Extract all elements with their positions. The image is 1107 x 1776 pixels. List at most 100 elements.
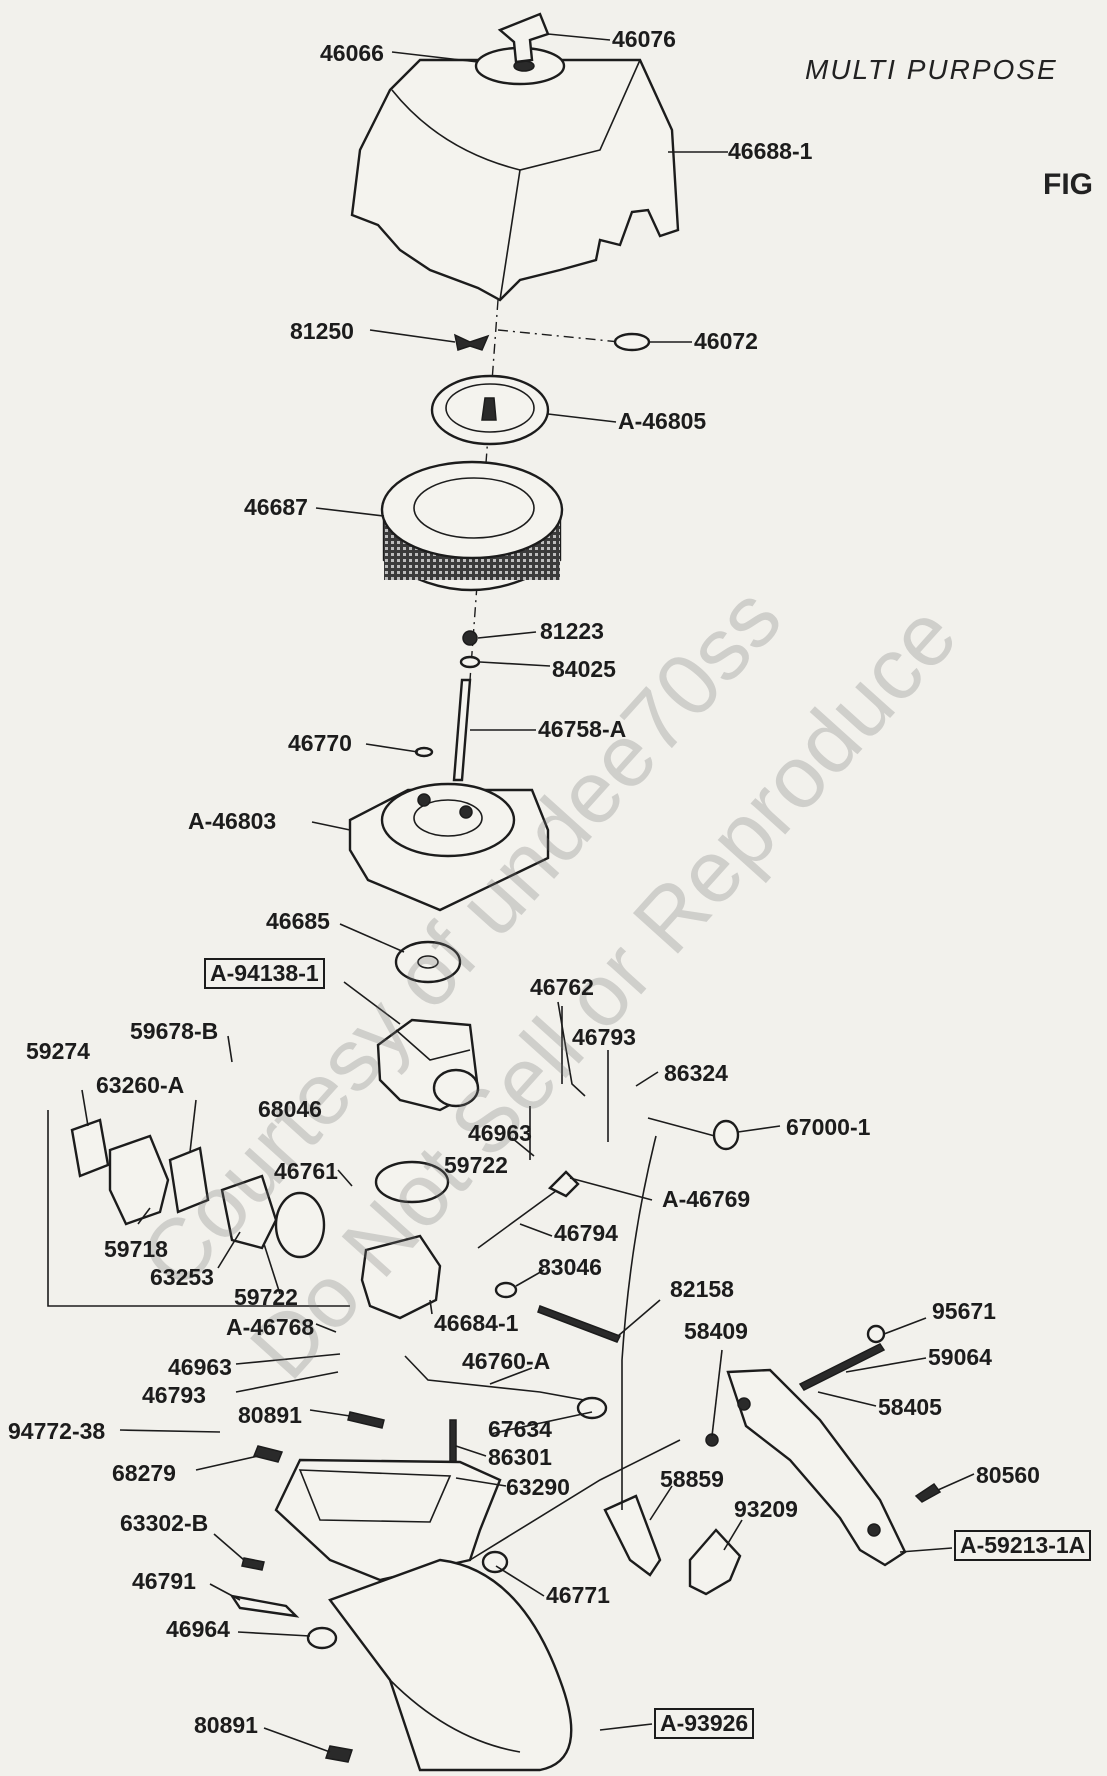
part-label-a-46768: A-46768: [226, 1314, 315, 1340]
part-label-46761: 46761: [274, 1158, 338, 1184]
part-label-67000-1: 67000-1: [786, 1114, 871, 1140]
part-label-58409: 58409: [684, 1318, 748, 1344]
washer-46770: [414, 746, 434, 758]
part-label-46770: 46770: [288, 730, 352, 756]
screw-63302b: [241, 1557, 265, 1571]
grommet-67634: [576, 1396, 608, 1420]
cap-46791: [229, 1594, 300, 1618]
washer-84025: [459, 655, 481, 669]
part-label-81223: 81223: [540, 618, 604, 644]
part-label-46072: 46072: [694, 328, 758, 354]
part-label-59718: 59718: [104, 1236, 168, 1262]
part-label-46791: 46791: [132, 1568, 196, 1594]
part-label-83046: 83046: [538, 1254, 602, 1280]
leader-lines: [81, 33, 975, 1753]
part-label-86301: 86301: [488, 1444, 552, 1470]
filter-cap: [430, 374, 550, 446]
part-label-46762: 46762: [530, 974, 594, 1000]
part-label-68046: 68046: [258, 1096, 322, 1122]
part-label-59722-left: 59722: [234, 1284, 298, 1310]
header-title: MULTI PURPOSE: [805, 54, 1058, 85]
part-label-46758-a: 46758-A: [538, 716, 627, 742]
cover-93209: [688, 1528, 742, 1596]
spacer-68279: [252, 1445, 284, 1463]
side-handle: [726, 1368, 907, 1567]
part-label-63290: 63290: [506, 1474, 570, 1500]
part-label-46066: 46066: [320, 40, 384, 66]
part-label-63253: 63253: [150, 1264, 214, 1290]
bolt-95671: [866, 1324, 886, 1344]
part-label-80891-bottom: 80891: [194, 1712, 258, 1738]
part-label-58859: 58859: [660, 1466, 724, 1492]
part-label-46963-bottom: 46963: [168, 1354, 232, 1380]
part-label-82158: 82158: [670, 1276, 734, 1302]
bolt-82158: [537, 1305, 622, 1343]
part-label-46793-bottom: 46793: [142, 1382, 206, 1408]
gasket-59722: [374, 1160, 450, 1204]
reed-block: [360, 1234, 442, 1320]
spring-58405: [798, 1343, 886, 1391]
part-label-46685: 46685: [266, 908, 330, 934]
part-label-68279: 68279: [112, 1460, 176, 1486]
assembly-axis-line: [469, 299, 499, 681]
part-label-46794: 46794: [554, 1220, 618, 1246]
snap-ring: [613, 332, 651, 352]
part-label-59722-right: 59722: [444, 1152, 508, 1178]
carburetor: [376, 1018, 480, 1112]
part-label-80560: 80560: [976, 1462, 1040, 1488]
screw-80891: [347, 1411, 385, 1429]
part-label-94772-38: 94772-38: [8, 1418, 106, 1444]
part-label-a-93926: A-93926: [654, 1708, 755, 1739]
part-label-59274: 59274: [26, 1038, 90, 1064]
screw-80560: [914, 1482, 942, 1503]
part-label-a-46805: A-46805: [618, 408, 707, 434]
part-label-67634: 67634: [488, 1416, 552, 1442]
part-label-59678-b: 59678-B: [130, 1018, 219, 1044]
part-label-a-46803: A-46803: [188, 808, 277, 834]
part-label-93209: 93209: [734, 1496, 798, 1522]
part-label-46076: 46076: [612, 26, 676, 52]
cable-line-left: [47, 1110, 350, 1307]
part-label-80891-top: 80891: [238, 1402, 302, 1428]
trigger-58859: [603, 1494, 662, 1577]
part-label-46793-top: 46793: [572, 1024, 636, 1050]
part-label-a-46769: A-46769: [662, 1186, 751, 1212]
part-label-95671: 95671: [932, 1298, 996, 1324]
wing-nut: [453, 333, 490, 351]
part-label-46964: 46964: [166, 1616, 230, 1642]
part-label-58405: 58405: [878, 1394, 942, 1420]
choke-rod: [647, 1117, 723, 1139]
part-label-63260-a: 63260-A: [96, 1072, 185, 1098]
part-label-a-94138-1: A-94138-1: [204, 958, 325, 989]
leader-46072: [497, 329, 621, 343]
washer-83046: [494, 1281, 518, 1299]
figure-label: FIG: [1043, 168, 1093, 201]
rod-46794: [477, 1187, 561, 1249]
handle-tank-assembly: [274, 1439, 681, 1772]
part-label-46760-a: 46760-A: [462, 1348, 551, 1374]
part-label-a-59213-1a: A-59213-1A: [954, 1530, 1092, 1561]
air-cleaner-cover: [350, 12, 680, 302]
part-label-46688-1: 46688-1: [728, 138, 813, 164]
intake-spacer-stack: [70, 1118, 326, 1259]
part-label-46687: 46687: [244, 494, 308, 520]
part-label-63302-b: 63302-B: [120, 1510, 209, 1536]
choke-knob-67000-1: [712, 1119, 740, 1151]
part-label-46684-1: 46684-1: [434, 1310, 519, 1336]
part-label-59064: 59064: [928, 1344, 992, 1370]
part-label-81250: 81250: [290, 318, 354, 344]
filter-base: [348, 782, 550, 912]
cable-line-right: [621, 1135, 657, 1510]
rod-46760a: [404, 1355, 596, 1403]
part-label-84025: 84025: [552, 656, 616, 682]
part-label-46771: 46771: [546, 1582, 610, 1608]
part-label-86324: 86324: [664, 1060, 728, 1086]
nut-81223: [462, 630, 478, 646]
air-filter-element: [380, 460, 564, 592]
grommet-46964: [306, 1626, 338, 1650]
stud-46758a: [452, 678, 472, 782]
part-label-46963-top: 46963: [468, 1120, 532, 1146]
gasket-46685: [394, 940, 462, 984]
screw-80891-bottom: [325, 1745, 353, 1763]
